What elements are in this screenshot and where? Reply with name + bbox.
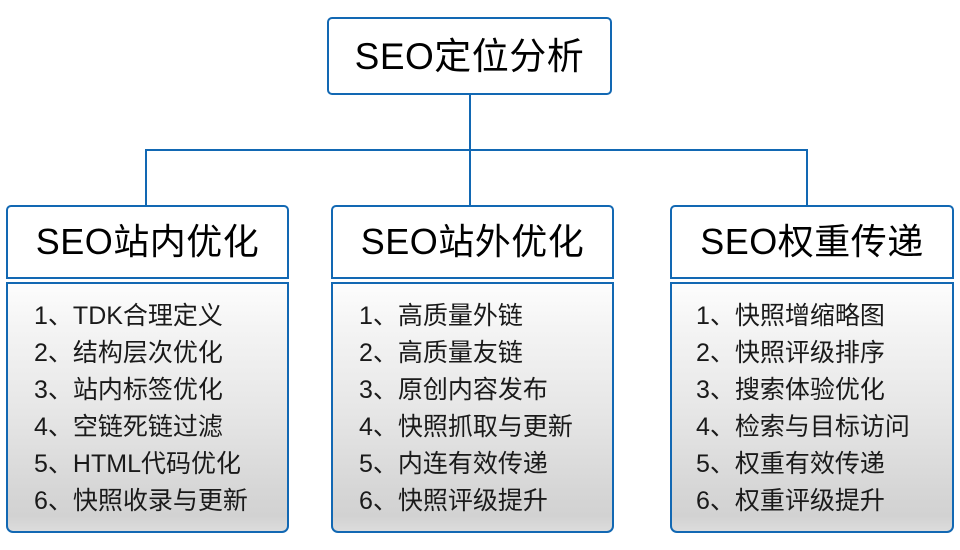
list-item: 1、TDK合理定义 <box>34 298 287 335</box>
list-item-text: 高质量友链 <box>397 339 523 367</box>
list-item-separator: 、 <box>47 450 73 478</box>
list-item-index: 2 <box>359 339 373 367</box>
list-item-index: 1 <box>696 302 710 330</box>
list-item-text: 快照评级提升 <box>397 487 548 515</box>
list-item-index: 4 <box>696 413 710 441</box>
list-item-index: 6 <box>34 487 48 515</box>
branch-header-label-1: SEO站内优化 <box>35 221 260 262</box>
branch-body-1: 1、TDK合理定义 2、结构层次优化 3、站内标签优化 4、空链死链过滤 5、H… <box>6 282 289 533</box>
list-item-separator: 、 <box>47 413 73 441</box>
list-item-separator: 、 <box>709 413 735 441</box>
list-item-separator: 、 <box>47 339 73 367</box>
list-item: 6、快照收录与更新 <box>34 483 287 520</box>
list-item: 5、权重有效传递 <box>696 446 952 483</box>
list-item: 5、HTML代码优化 <box>34 446 287 483</box>
list-item: 2、快照评级排序 <box>696 335 952 372</box>
root-node-label: SEO定位分析 <box>354 35 585 77</box>
list-item-text: 空链死链过滤 <box>72 413 223 441</box>
branch-column-1: SEO站内优化 1、TDK合理定义 2、结构层次优化 3、站内标签优化 4、空链… <box>6 205 289 533</box>
branch-body-3: 1、快照增缩略图 2、快照评级排序 3、搜索体验优化 4、检索与目标访问 5、权… <box>670 282 954 533</box>
branch-header-1[interactable]: SEO站内优化 <box>6 205 289 279</box>
list-item: 4、检索与目标访问 <box>696 409 952 446</box>
list-item-separator: 、 <box>372 376 398 404</box>
branch-body-2: 1、高质量外链 2、高质量友链 3、原创内容发布 4、快照抓取与更新 5、内连有… <box>331 282 614 533</box>
branch-header-2[interactable]: SEO站外优化 <box>331 205 614 279</box>
list-item-index: 5 <box>359 450 373 478</box>
list-item: 4、空链死链过滤 <box>34 409 287 446</box>
list-item-separator: 、 <box>372 450 398 478</box>
list-item-text: 检索与目标访问 <box>734 413 910 441</box>
list-item-text: 快照评级排序 <box>734 339 885 367</box>
branch-header-3[interactable]: SEO权重传递 <box>670 205 954 279</box>
list-item-index: 6 <box>359 487 373 515</box>
list-item-separator: 、 <box>47 302 73 330</box>
list-item-text: 权重有效传递 <box>734 450 885 478</box>
list-item-index: 2 <box>696 339 710 367</box>
list-item-text: 站内标签优化 <box>72 376 223 404</box>
branch-column-2: SEO站外优化 1、高质量外链 2、高质量友链 3、原创内容发布 4、快照抓取与… <box>331 205 614 533</box>
list-item-text: 快照增缩略图 <box>734 302 885 330</box>
list-item: 5、内连有效传递 <box>359 446 612 483</box>
branch-header-label-2: SEO站外优化 <box>360 221 585 262</box>
list-item-separator: 、 <box>709 487 735 515</box>
branch-item-list-1: 1、TDK合理定义 2、结构层次优化 3、站内标签优化 4、空链死链过滤 5、H… <box>8 298 287 520</box>
list-item-index: 5 <box>696 450 710 478</box>
list-item-separator: 、 <box>372 487 398 515</box>
list-item: 3、原创内容发布 <box>359 372 612 409</box>
root-node[interactable]: SEO定位分析 <box>327 17 612 95</box>
list-item-text: TDK合理定义 <box>72 302 223 330</box>
branch-header-label-3: SEO权重传递 <box>700 221 924 262</box>
list-item-index: 4 <box>359 413 373 441</box>
list-item-text: 搜索体验优化 <box>734 376 885 404</box>
branch-item-list-3: 1、快照增缩略图 2、快照评级排序 3、搜索体验优化 4、检索与目标访问 5、权… <box>672 298 952 520</box>
list-item: 4、快照抓取与更新 <box>359 409 612 446</box>
list-item-separator: 、 <box>709 302 735 330</box>
list-item-index: 2 <box>34 339 48 367</box>
list-item-text: 高质量外链 <box>397 302 523 330</box>
list-item-separator: 、 <box>709 450 735 478</box>
list-item-index: 4 <box>34 413 48 441</box>
list-item: 2、结构层次优化 <box>34 335 287 372</box>
list-item: 1、快照增缩略图 <box>696 298 952 335</box>
list-item-separator: 、 <box>372 339 398 367</box>
list-item-text: 结构层次优化 <box>72 339 223 367</box>
list-item-index: 5 <box>34 450 48 478</box>
list-item-text: 内连有效传递 <box>397 450 548 478</box>
list-item-text: 原创内容发布 <box>397 376 548 404</box>
list-item: 6、快照评级提升 <box>359 483 612 520</box>
list-item-text: 快照抓取与更新 <box>397 413 573 441</box>
list-item-separator: 、 <box>47 487 73 515</box>
branch-column-3: SEO权重传递 1、快照增缩略图 2、快照评级排序 3、搜索体验优化 4、检索与… <box>670 205 954 533</box>
list-item-text: 快照收录与更新 <box>72 487 248 515</box>
list-item-separator: 、 <box>372 302 398 330</box>
list-item-text: 权重评级提升 <box>734 487 885 515</box>
list-item: 1、高质量外链 <box>359 298 612 335</box>
list-item: 3、搜索体验优化 <box>696 372 952 409</box>
list-item-index: 6 <box>696 487 710 515</box>
list-item-separator: 、 <box>372 413 398 441</box>
list-item-separator: 、 <box>47 376 73 404</box>
list-item: 6、权重评级提升 <box>696 483 952 520</box>
list-item-index: 1 <box>359 302 373 330</box>
branch-item-list-2: 1、高质量外链 2、高质量友链 3、原创内容发布 4、快照抓取与更新 5、内连有… <box>333 298 612 520</box>
list-item-separator: 、 <box>709 339 735 367</box>
list-item-index: 3 <box>359 376 373 404</box>
list-item: 2、高质量友链 <box>359 335 612 372</box>
list-item-index: 1 <box>34 302 48 330</box>
list-item-separator: 、 <box>709 376 735 404</box>
list-item-index: 3 <box>696 376 710 404</box>
list-item-text: HTML代码优化 <box>72 450 241 478</box>
list-item: 3、站内标签优化 <box>34 372 287 409</box>
list-item-index: 3 <box>34 376 48 404</box>
